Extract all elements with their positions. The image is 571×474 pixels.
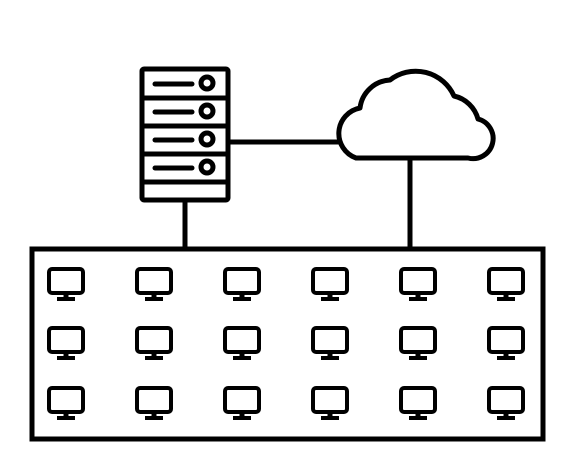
server-status-light xyxy=(198,158,216,176)
monitor-screen xyxy=(399,386,437,414)
server-status-light xyxy=(198,74,216,92)
monitor-icon xyxy=(135,326,173,360)
monitor-base xyxy=(57,416,75,420)
monitor-stand xyxy=(63,412,69,417)
monitor-icon xyxy=(399,386,437,420)
monitor-icon xyxy=(487,326,525,360)
monitor-stand xyxy=(63,352,69,357)
monitor-stand xyxy=(503,412,509,417)
monitor-base xyxy=(145,416,163,420)
monitor-icon xyxy=(311,267,349,301)
monitor-screen xyxy=(487,267,525,295)
monitor-screen xyxy=(223,326,261,354)
workstation-group-frame xyxy=(29,246,546,442)
monitor-base xyxy=(57,356,75,360)
monitor-icon xyxy=(47,267,85,301)
monitor-base xyxy=(409,416,427,420)
monitor-screen xyxy=(311,267,349,295)
monitor-stand xyxy=(151,352,157,357)
monitor-icon xyxy=(135,267,173,301)
monitor-icon xyxy=(47,326,85,360)
monitor-stand xyxy=(151,412,157,417)
monitor-stand xyxy=(415,293,421,298)
monitor-icon xyxy=(311,386,349,420)
monitor-icon xyxy=(487,386,525,420)
monitor-screen xyxy=(311,326,349,354)
monitor-base xyxy=(233,416,251,420)
monitor-screen xyxy=(399,326,437,354)
monitor-base xyxy=(321,356,339,360)
monitor-stand xyxy=(327,352,333,357)
monitor-base xyxy=(145,356,163,360)
monitor-screen xyxy=(135,326,173,354)
monitor-stand xyxy=(327,293,333,298)
server-status-light xyxy=(198,130,216,148)
monitor-base xyxy=(497,356,515,360)
monitor-stand xyxy=(327,412,333,417)
monitor-base xyxy=(57,297,75,301)
monitor-screen xyxy=(399,267,437,295)
monitor-icon xyxy=(399,326,437,360)
monitor-base xyxy=(409,297,427,301)
monitor-base xyxy=(321,297,339,301)
monitor-icon xyxy=(223,386,261,420)
monitor-base xyxy=(409,356,427,360)
monitor-screen xyxy=(223,386,261,414)
monitor-stand xyxy=(503,293,509,298)
monitor-stand xyxy=(415,352,421,357)
monitor-icon xyxy=(223,326,261,360)
monitor-screen xyxy=(487,386,525,414)
monitor-screen xyxy=(135,386,173,414)
monitor-base xyxy=(497,297,515,301)
connectors xyxy=(182,139,413,249)
server-icon xyxy=(139,66,231,203)
monitor-screen xyxy=(47,267,85,295)
monitor-icon xyxy=(399,267,437,301)
monitor-base xyxy=(145,297,163,301)
monitor-screen xyxy=(47,326,85,354)
monitor-screen xyxy=(311,386,349,414)
monitor-icon xyxy=(135,386,173,420)
monitor-screen xyxy=(487,326,525,354)
monitor-screen xyxy=(135,267,173,295)
server-status-light xyxy=(198,102,216,120)
monitor-stand xyxy=(151,293,157,298)
monitor-screen xyxy=(223,267,261,295)
monitor-icon xyxy=(223,267,261,301)
monitor-base xyxy=(233,297,251,301)
monitor-icon xyxy=(47,386,85,420)
monitor-screen xyxy=(47,386,85,414)
monitor-stand xyxy=(503,352,509,357)
monitor-base xyxy=(497,416,515,420)
workstation-grid xyxy=(47,267,525,420)
monitor-stand xyxy=(239,412,245,417)
cloud-icon xyxy=(336,68,496,162)
monitor-stand xyxy=(415,412,421,417)
monitor-icon xyxy=(311,326,349,360)
monitor-base xyxy=(233,356,251,360)
monitor-base xyxy=(321,416,339,420)
monitor-stand xyxy=(239,293,245,298)
monitor-stand xyxy=(239,352,245,357)
monitor-stand xyxy=(63,293,69,298)
monitor-icon xyxy=(487,267,525,301)
